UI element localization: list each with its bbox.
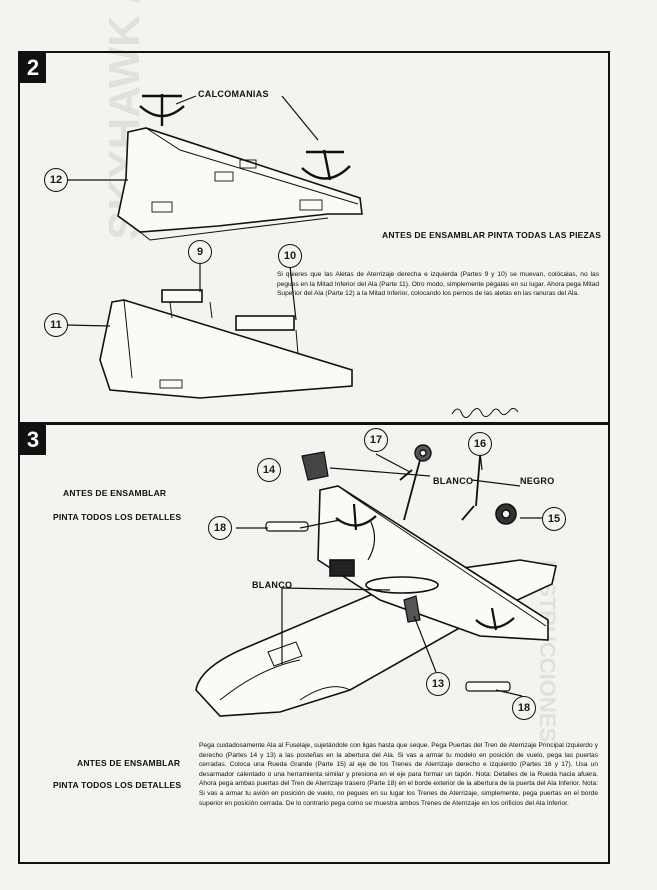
gear-door-18-lower — [465, 681, 511, 692]
part-12-badge: 12 — [44, 168, 68, 192]
white-callout-2: BLANCO — [252, 580, 293, 590]
step-2-leaders — [65, 95, 319, 327]
part-18-badge-lower: 18 — [512, 696, 536, 720]
step-3-side-heading-1: ANTES DE ENSAMBLAR — [63, 488, 167, 498]
landing-gear-struts — [399, 455, 481, 521]
decal-anchor-1 — [139, 94, 185, 126]
part-9-badge: 9 — [188, 240, 212, 264]
part-14-badge: 14 — [257, 458, 281, 482]
step-3-panel: 3 — [18, 423, 610, 864]
part-10-badge: 10 — [278, 244, 302, 268]
wheel-large — [495, 503, 517, 525]
step-2-number: 2 — [20, 53, 46, 83]
part-18-badge-upper: 18 — [208, 516, 232, 540]
part-11-badge: 11 — [44, 313, 68, 337]
step-3-leaders — [236, 451, 542, 697]
step-2-heading: ANTES DE ENSAMBLAR PINTA TODAS LAS PIEZA… — [382, 230, 602, 240]
step-2-instructions: Si quieres que las Aletas de Aterrizaje … — [277, 271, 599, 298]
gear-door-18-upper — [265, 521, 309, 532]
step-3-bottom-heading-2: PINTA TODOS LOS DETALLES — [53, 780, 182, 790]
wing-drawing — [317, 485, 549, 641]
gear-door-14 — [301, 451, 329, 481]
step-3-instructions: Pega cuidadosamente Ala al Fuselaje, suj… — [199, 742, 598, 807]
step-3-side-heading-2: PINTA TODOS LOS DETALLES — [53, 512, 182, 522]
upper-wing-drawing — [117, 127, 363, 241]
lower-wing-drawing — [99, 289, 353, 399]
step-3-bottom-heading-1: ANTES DE ENSAMBLAR — [77, 758, 181, 768]
decals-callout: CALCOMANIAS — [198, 89, 269, 99]
part-17-badge: 17 — [364, 428, 388, 452]
white-callout-1: BLANCO — [433, 476, 474, 486]
wheel-small — [414, 444, 432, 462]
gear-door-13 — [403, 595, 421, 623]
part-15-badge: 15 — [542, 507, 566, 531]
black-callout: NEGRO — [520, 476, 555, 486]
part-13-badge: 13 — [426, 672, 450, 696]
step-3-number: 3 — [20, 425, 46, 455]
part-16-badge: 16 — [468, 432, 492, 456]
decal-anchor-2 — [301, 149, 351, 181]
